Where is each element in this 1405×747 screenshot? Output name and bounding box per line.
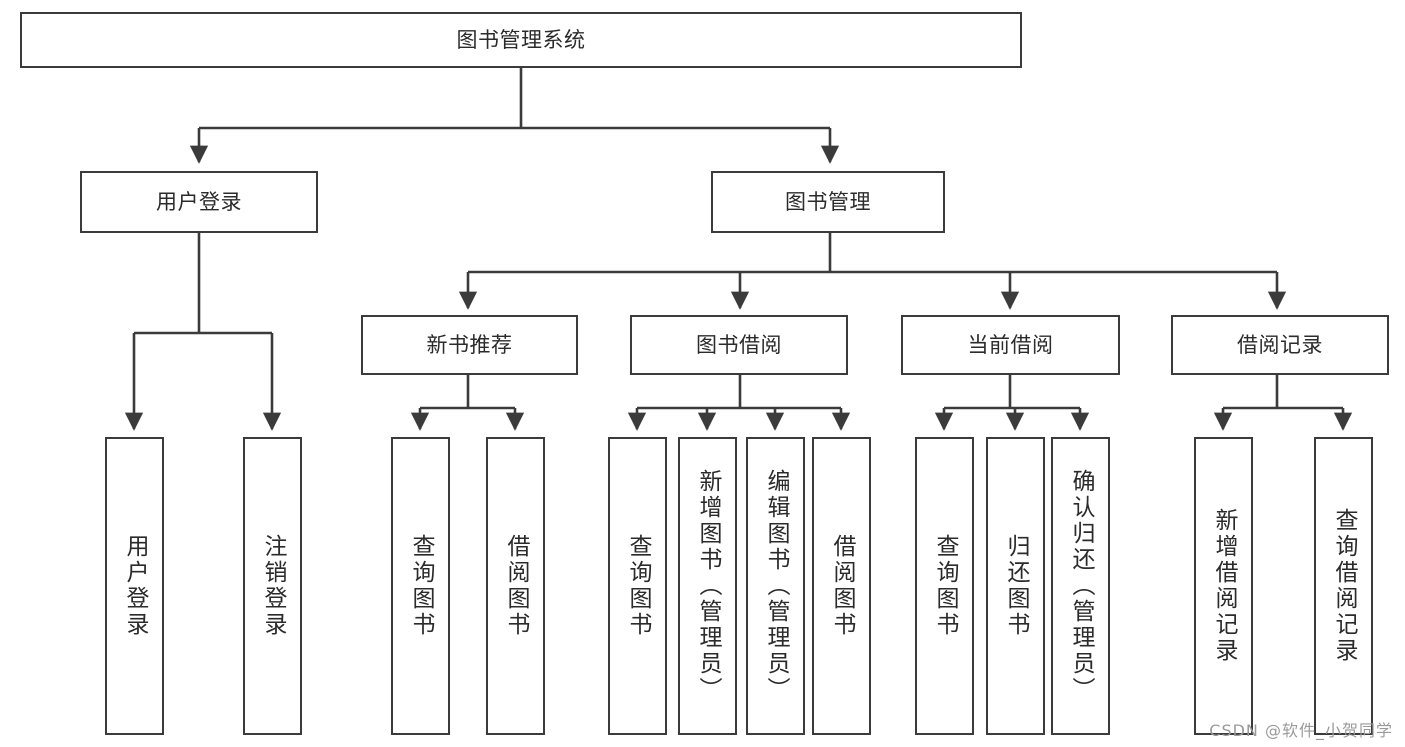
node-label: 查询借阅记录	[1331, 508, 1357, 664]
node-borrow-record[interactable]: 借阅记录	[1171, 315, 1389, 375]
node-label: 注销登录	[260, 534, 286, 638]
node-leaf-borrow-book-recommend[interactable]: 借阅图书	[486, 437, 545, 735]
csdn-watermark: CSDN @软件_小贺同学	[1209, 721, 1393, 740]
node-current-borrow[interactable]: 当前借阅	[901, 315, 1120, 375]
node-book-management-system[interactable]: 图书管理系统	[20, 12, 1022, 68]
node-user-login[interactable]: 用户登录	[80, 171, 318, 233]
node-label: 用户登录	[156, 189, 242, 214]
node-label: 图书借阅	[696, 332, 782, 357]
node-book-borrow[interactable]: 图书借阅	[630, 315, 848, 375]
node-label: 借阅图书	[503, 534, 529, 638]
node-leaf-return-book[interactable]: 归还图书	[986, 437, 1045, 735]
node-leaf-user-login[interactable]: 用户登录	[105, 437, 164, 735]
node-leaf-add-book[interactable]: 新增图书（管理员）	[678, 437, 737, 735]
node-leaf-add-borrow-record[interactable]: 新增借阅记录	[1194, 437, 1253, 735]
node-label: 当前借阅	[967, 332, 1054, 357]
node-leaf-query-book-current[interactable]: 查询图书	[915, 437, 974, 735]
node-book-manage[interactable]: 图书管理	[711, 171, 945, 233]
node-leaf-query-book-borrow[interactable]: 查询图书	[608, 437, 667, 735]
node-new-book-recommend[interactable]: 新书推荐	[361, 315, 578, 375]
node-label: 借阅记录	[1237, 332, 1323, 357]
node-leaf-borrow-book[interactable]: 借阅图书	[812, 437, 871, 735]
node-label: 编辑图书（管理员）	[763, 469, 789, 703]
node-label: 确认归还（管理员）	[1068, 469, 1094, 703]
node-leaf-logout[interactable]: 注销登录	[243, 437, 302, 735]
node-label: 查询图书	[932, 534, 958, 638]
node-leaf-confirm-return[interactable]: 确认归还（管理员）	[1051, 437, 1110, 735]
node-label: 查询图书	[408, 534, 434, 638]
node-label: 图书管理系统	[456, 27, 586, 52]
node-label: 新增借阅记录	[1211, 508, 1237, 664]
node-leaf-edit-book[interactable]: 编辑图书（管理员）	[746, 437, 805, 735]
node-leaf-query-book-recommend[interactable]: 查询图书	[391, 437, 450, 735]
node-label: 图书管理	[785, 189, 871, 214]
node-label: 查询图书	[625, 534, 651, 638]
node-label: 新书推荐	[426, 332, 513, 357]
node-leaf-query-borrow-record[interactable]: 查询借阅记录	[1314, 437, 1373, 735]
node-label: 用户登录	[122, 534, 148, 638]
node-label: 新增图书（管理员）	[695, 469, 721, 703]
node-label: 借阅图书	[829, 534, 855, 638]
node-label: 归还图书	[1003, 534, 1029, 638]
